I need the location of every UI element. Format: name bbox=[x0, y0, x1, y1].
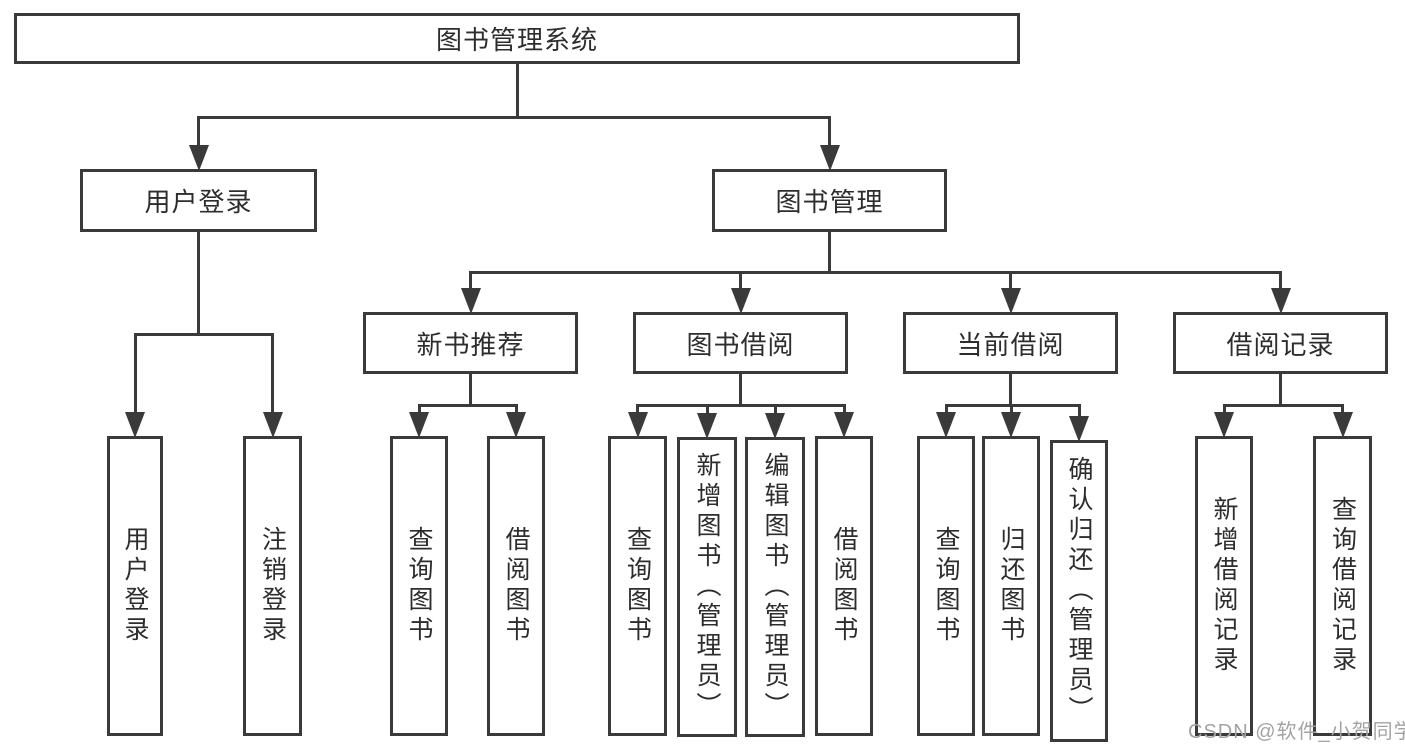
arrowhead-down-icon bbox=[1332, 412, 1353, 438]
node-label: 借阅图书 bbox=[830, 526, 858, 646]
connector-line-horizontal bbox=[1222, 403, 1344, 407]
node-nb-borrow: 借阅图书 bbox=[487, 436, 545, 736]
node-bb-query: 查询图书 bbox=[608, 436, 667, 736]
connector-line-horizontal bbox=[133, 332, 274, 336]
connector-line-vertical bbox=[773, 405, 777, 419]
arrowhead-down-icon bbox=[697, 413, 717, 439]
connector-line-vertical bbox=[469, 372, 472, 405]
connector-line-vertical bbox=[1222, 405, 1226, 418]
node-label: 新增图书（管理员） bbox=[693, 452, 721, 722]
node-label: 查询图书 bbox=[405, 526, 433, 646]
arrowhead-down-icon bbox=[1069, 416, 1089, 442]
node-label: 借阅记录 bbox=[1226, 329, 1335, 360]
node-label: 查询借阅记录 bbox=[1328, 496, 1357, 676]
arrowhead-down-icon bbox=[125, 412, 145, 438]
connector-line-vertical bbox=[739, 372, 742, 405]
node-new-books: 新书推荐 bbox=[363, 312, 578, 374]
connector-line-vertical bbox=[1279, 372, 1282, 405]
arrowhead-down-icon bbox=[506, 412, 526, 438]
connector-line-vertical bbox=[515, 62, 519, 117]
node-label: 确认归还（管理员） bbox=[1065, 456, 1093, 726]
connector-line-vertical bbox=[197, 117, 200, 151]
arrowhead-down-icon bbox=[1000, 288, 1021, 314]
node-br-add: 新增借阅记录 bbox=[1195, 436, 1253, 736]
connector-line-vertical bbox=[417, 405, 421, 418]
connector-line-vertical bbox=[1077, 405, 1081, 422]
connector-line-vertical bbox=[1341, 405, 1344, 418]
connector-line-vertical bbox=[739, 272, 742, 294]
node-label: 当前借阅 bbox=[956, 329, 1065, 360]
arrowhead-down-icon bbox=[1270, 288, 1291, 314]
node-label: 借阅图书 bbox=[502, 526, 530, 646]
node-label: 新增借阅记录 bbox=[1210, 496, 1238, 676]
node-borrow-records: 借阅记录 bbox=[1173, 312, 1388, 374]
connector-line-horizontal bbox=[417, 403, 518, 407]
arrowhead-down-icon bbox=[188, 145, 209, 171]
node-book-borrow: 图书借阅 bbox=[633, 312, 848, 374]
connector-line-vertical bbox=[705, 405, 709, 419]
connector-line-horizontal bbox=[944, 403, 1081, 407]
connector-line-horizontal bbox=[636, 403, 846, 407]
connector-line-vertical bbox=[1009, 405, 1013, 418]
node-book-mgmt: 图书管理 bbox=[712, 169, 947, 232]
connector-line-vertical bbox=[133, 334, 137, 418]
node-label: 注销登录 bbox=[258, 526, 287, 646]
node-cb-return: 归还图书 bbox=[982, 436, 1040, 736]
node-label: 查询图书 bbox=[932, 526, 960, 646]
connector-line-vertical bbox=[828, 117, 831, 151]
node-user-login: 用户登录 bbox=[80, 169, 317, 232]
node-bb-add: 新增图书（管理员） bbox=[677, 437, 737, 737]
node-label: 查询图书 bbox=[623, 526, 652, 646]
connector-line-horizontal bbox=[469, 270, 1282, 274]
connector-line-vertical bbox=[842, 405, 846, 418]
connector-line-vertical bbox=[636, 405, 639, 418]
arrowhead-down-icon bbox=[730, 288, 751, 314]
arrowhead-down-icon bbox=[819, 145, 840, 171]
connector-line-vertical bbox=[1009, 372, 1012, 405]
node-label: 归还图书 bbox=[997, 526, 1025, 646]
arrowhead-down-icon bbox=[1001, 412, 1021, 438]
connector-line-vertical bbox=[828, 230, 831, 272]
arrowhead-down-icon bbox=[409, 412, 429, 438]
node-cb-confirm: 确认归还（管理员） bbox=[1050, 440, 1108, 742]
connector-line-vertical bbox=[514, 405, 518, 418]
node-logout: 注销登录 bbox=[243, 436, 302, 736]
node-br-query: 查询借阅记录 bbox=[1313, 436, 1372, 736]
arrowhead-down-icon bbox=[1214, 412, 1234, 438]
connector-line-vertical bbox=[271, 334, 274, 418]
connector-line-horizontal bbox=[197, 115, 831, 119]
node-current-borrow: 当前借阅 bbox=[903, 312, 1118, 374]
node-login: 用户登录 bbox=[107, 436, 163, 736]
node-label: 新书推荐 bbox=[416, 329, 525, 360]
node-label: 图书管理系统 bbox=[435, 25, 598, 55]
arrowhead-down-icon bbox=[460, 288, 481, 314]
connector-line-vertical bbox=[197, 230, 200, 334]
connector-line-vertical bbox=[944, 405, 948, 418]
csdn-watermark: CSDN @软件_小贺同学 bbox=[1188, 721, 1405, 743]
arrowhead-down-icon bbox=[765, 413, 785, 439]
node-bb-borrow: 借阅图书 bbox=[815, 436, 873, 736]
connector-line-vertical bbox=[469, 272, 472, 294]
connector-line-vertical bbox=[1279, 272, 1282, 294]
node-label: 用户登录 bbox=[121, 526, 149, 646]
node-label: 编辑图书（管理员） bbox=[761, 452, 789, 722]
connector-line-vertical bbox=[1009, 272, 1012, 294]
node-bb-edit: 编辑图书（管理员） bbox=[745, 437, 805, 737]
node-label: 图书管理 bbox=[775, 187, 884, 217]
node-label: 用户登录 bbox=[144, 187, 253, 217]
arrowhead-down-icon bbox=[262, 412, 283, 438]
node-cb-query: 查询图书 bbox=[917, 436, 975, 736]
arrowhead-down-icon bbox=[834, 412, 854, 438]
arrowhead-down-icon bbox=[936, 412, 956, 438]
node-root: 图书管理系统 bbox=[14, 13, 1020, 64]
arrowhead-down-icon bbox=[627, 412, 648, 438]
node-label: 图书借阅 bbox=[686, 329, 795, 360]
node-nb-query: 查询图书 bbox=[390, 436, 448, 736]
